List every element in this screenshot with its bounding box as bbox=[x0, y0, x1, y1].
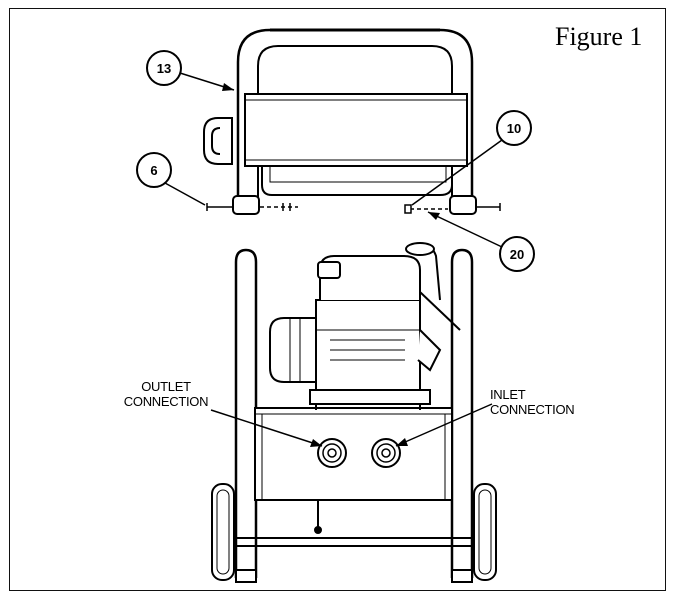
inlet-label-line-1: INLET bbox=[490, 387, 526, 402]
callout-13-label: 13 bbox=[157, 61, 171, 76]
callout-20: 20 bbox=[427, 211, 535, 272]
callout-6-label: 6 bbox=[150, 163, 157, 178]
callout-10-label: 10 bbox=[507, 121, 521, 136]
hardware bbox=[206, 203, 501, 214]
outlet-label-line-1: OUTLET bbox=[141, 379, 191, 394]
outlet-label-line-2: CONNECTION bbox=[124, 394, 208, 409]
inlet-label-line-2: CONNECTION bbox=[490, 402, 574, 417]
handle-assembly bbox=[203, 28, 477, 215]
callout-6: 6 bbox=[136, 152, 206, 206]
inlet-connection-label: INLET CONNECTION bbox=[395, 387, 575, 447]
figure-title: Figure 1 bbox=[555, 22, 643, 51]
callout-10: 10 bbox=[411, 110, 532, 206]
cart-frame bbox=[234, 248, 474, 583]
callout-13: 13 bbox=[146, 50, 235, 91]
callout-20-label: 20 bbox=[510, 247, 524, 262]
pump-box bbox=[254, 407, 453, 501]
outlet-connection-label: OUTLET CONNECTION bbox=[124, 379, 323, 447]
left-wheel bbox=[211, 483, 235, 581]
engine bbox=[269, 242, 461, 410]
right-wheel bbox=[473, 483, 497, 581]
